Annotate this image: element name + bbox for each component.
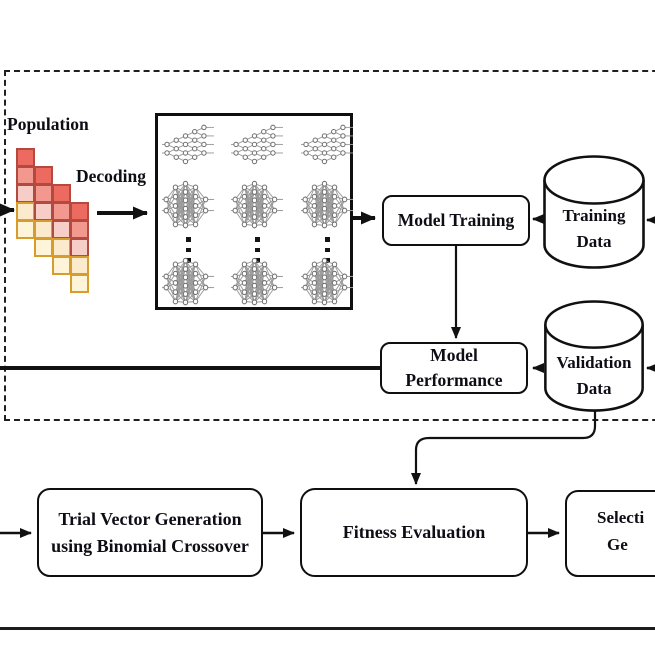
population-cell [70, 202, 89, 221]
population-label: Population [7, 114, 89, 134]
vertical-ellipsis-dots-icon [255, 237, 260, 263]
neural-network-sparse-icon [301, 124, 353, 165]
vertical-ellipsis-dots-icon [186, 237, 191, 263]
population-cell [16, 220, 35, 239]
neural-network-dense-icon [301, 180, 353, 229]
validation-data-line2: Data [576, 379, 612, 398]
population-cell [16, 166, 35, 185]
population-cell [52, 220, 71, 239]
population-cell [16, 148, 35, 167]
training-data-line2: Data [576, 232, 612, 251]
population-cell [16, 184, 35, 203]
validation-data-line1: Validation [556, 353, 632, 372]
population-cell [70, 238, 89, 257]
neural-network-sparse-icon [162, 124, 214, 165]
fitness-evaluation-box: Fitness Evaluation [300, 488, 528, 577]
population-cell [16, 202, 35, 221]
population-cell [34, 238, 53, 257]
decoding-label: Decoding [76, 166, 146, 186]
connector-validation-to-fitness [411, 411, 597, 485]
trial-vector-line2: using Binomial Crossover [51, 535, 249, 556]
selection-box [565, 490, 655, 577]
selection-label-line2: Ge [607, 535, 628, 554]
fitness-evaluation-label: Fitness Evaluation [342, 522, 486, 542]
model-performance-line2: Performance [405, 370, 503, 390]
selection-label-line1: Selecti [597, 508, 645, 527]
training-data-line1: Training [562, 206, 626, 225]
population-cell [70, 256, 89, 275]
population-cell [34, 166, 53, 185]
neural-network-dense-icon [162, 180, 214, 229]
model-performance-line1: Model [430, 345, 478, 365]
database-cylinder-icon [544, 300, 644, 412]
model-training-label: Model Training [397, 210, 515, 230]
training-data-label: Training Data [543, 203, 645, 255]
population-cell [52, 202, 71, 221]
model-performance-box: Model Performance [380, 342, 528, 394]
population-cell [34, 220, 53, 239]
neural-network-dense-icon [301, 257, 353, 306]
neural-network-dense-icon [231, 257, 283, 306]
neural-network-dense-icon [231, 180, 283, 229]
population-cell [52, 238, 71, 257]
dashed-evaluation-region [4, 70, 655, 421]
neural-network-dense-icon [162, 257, 214, 306]
trial-vector-line1: Trial Vector Generation [58, 508, 242, 529]
trial-vector-box: Trial Vector Generation using Binomial C… [37, 488, 263, 577]
database-cylinder-icon [543, 155, 645, 269]
validation-data-label: Validation Data [543, 350, 645, 402]
population-cell [70, 274, 89, 293]
model-training-box: Model Training [382, 195, 530, 246]
population-encoding-grid-icon [16, 148, 111, 313]
population-cell [52, 184, 71, 203]
population-cell [52, 256, 71, 275]
neural-network-sparse-icon [231, 124, 283, 165]
population-cell [34, 202, 53, 221]
population-cell [34, 184, 53, 203]
vertical-ellipsis-dots-icon [325, 237, 330, 263]
population-cell [70, 220, 89, 239]
